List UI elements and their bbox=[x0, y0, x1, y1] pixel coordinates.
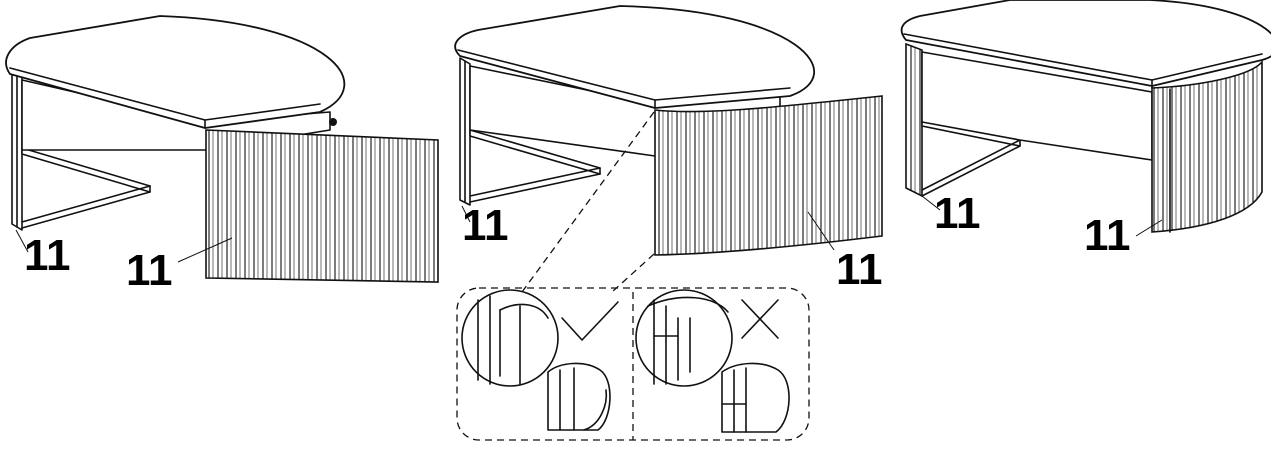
step2-table bbox=[454, 5, 883, 256]
step2-leg-leader bbox=[461, 205, 471, 223]
detail-box bbox=[456, 287, 810, 441]
detail-correct bbox=[461, 289, 619, 431]
step2-leg-label: 11 bbox=[462, 201, 509, 250]
step2-left-leg bbox=[459, 57, 601, 206]
step2-table-top bbox=[454, 5, 816, 109]
step1-panel-label: 11 bbox=[126, 246, 173, 295]
step1-table bbox=[5, 15, 439, 283]
step3-table-top bbox=[900, 0, 1271, 89]
step3-panel-label: 11 bbox=[1084, 211, 1131, 260]
step3-fluted-wrap bbox=[1151, 59, 1263, 233]
detail-leader-right bbox=[611, 253, 655, 293]
step3-left-leg bbox=[905, 42, 923, 198]
step1-leg-leader bbox=[15, 229, 29, 253]
step3-table bbox=[900, 0, 1271, 233]
step1-panel-leader bbox=[177, 237, 233, 263]
cross-mark-icon bbox=[741, 299, 779, 339]
step1-left-leg bbox=[11, 69, 151, 231]
step1-fluted-panel bbox=[205, 129, 439, 283]
step3-modesty-panel bbox=[921, 51, 1153, 161]
step1-table-top bbox=[5, 15, 346, 129]
step2-fluted-panel bbox=[654, 95, 883, 256]
detail-leader-left bbox=[521, 111, 655, 293]
step1-connector bbox=[329, 118, 337, 126]
step3-leg-label: 11 bbox=[934, 189, 981, 238]
step2-panel-label: 11 bbox=[836, 245, 883, 294]
detail-wrong bbox=[635, 289, 790, 433]
step1-leg-label: 11 bbox=[24, 231, 71, 280]
step2-panel-leader bbox=[807, 211, 835, 251]
check-mark-icon bbox=[561, 301, 619, 341]
step3-leg-leader bbox=[921, 195, 941, 211]
step3-panel-leader bbox=[1135, 219, 1163, 237]
